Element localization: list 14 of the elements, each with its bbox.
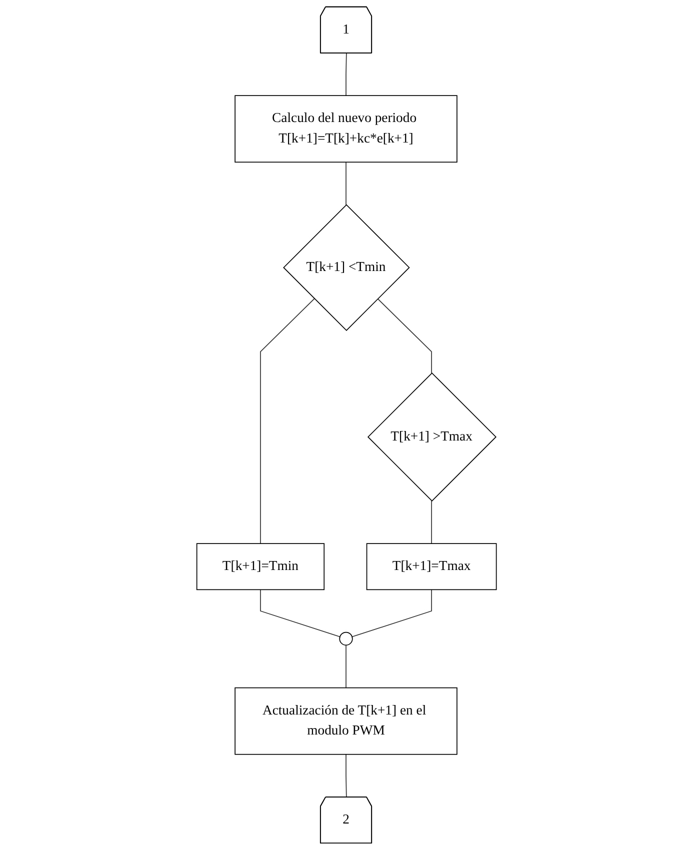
connector: [260, 589, 340, 638]
node-box: T[k+1]=Tmin: [196, 543, 324, 590]
node-diamond: T[k+1] <Tmin: [282, 204, 410, 332]
connector: [431, 500, 432, 544]
node-diamond: T[k+1] >Tmax: [367, 372, 496, 502]
node-box: Calculo del nuevo periodo T[k+1]=T[k]+kc*e[k+1]: [234, 95, 458, 163]
connector: [346, 754, 347, 798]
node-circle: [339, 632, 353, 646]
connector: [260, 298, 315, 544]
connector: [346, 52, 347, 96]
connector: [352, 589, 432, 638]
connector: [377, 298, 432, 374]
node-box: T[k+1]=Tmax: [366, 543, 497, 590]
node-box: Actualización de T[k+1] en el modulo PWM: [234, 687, 458, 755]
